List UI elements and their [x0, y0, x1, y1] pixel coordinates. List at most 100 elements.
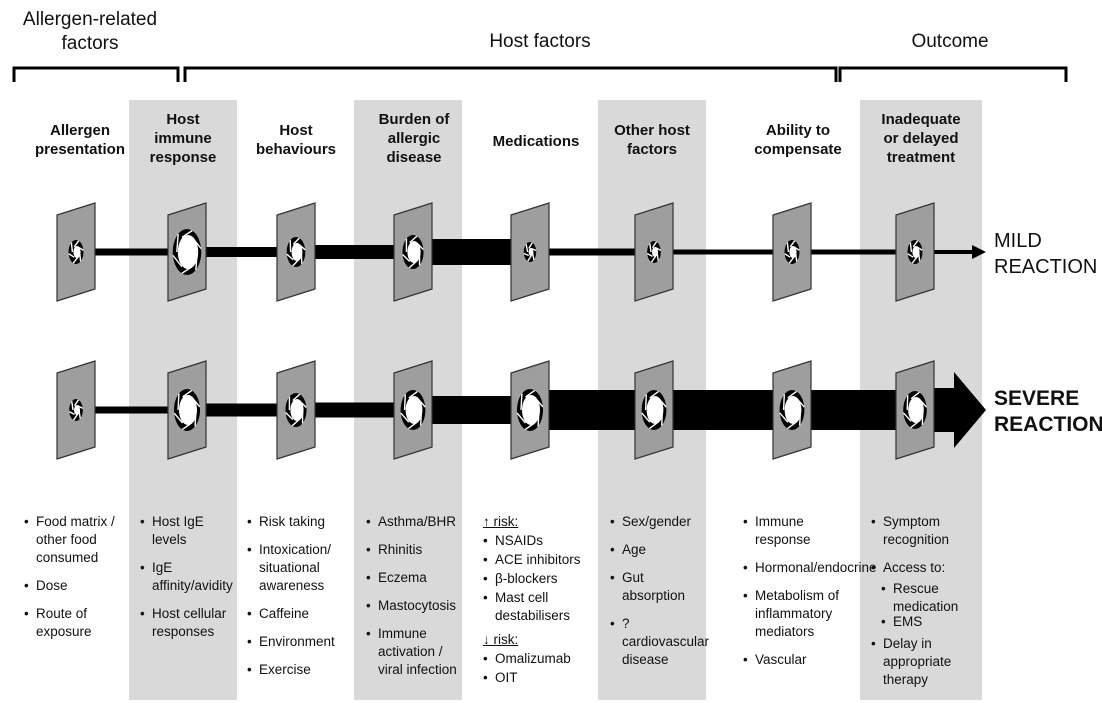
shutter-aperture-icon	[784, 240, 800, 264]
list-item: Mastocytosis	[366, 597, 462, 615]
mild-pathway	[56, 202, 986, 302]
column-heading-line: presentation	[34, 141, 125, 158]
brace-host	[183, 66, 838, 82]
column-heading-line: behaviours	[255, 141, 337, 158]
list-item: Immune activation / viral infection	[366, 625, 462, 679]
list-item: Food matrix / other food consumed	[24, 513, 120, 567]
group-braces	[12, 66, 1068, 82]
mild-line-1: MILD	[994, 230, 1042, 252]
arrow-head	[972, 245, 986, 259]
list-item: Eczema	[366, 569, 462, 587]
list-item: Age	[610, 541, 706, 559]
column-heading-line: response	[149, 149, 217, 166]
group-label-outcome: Outcome	[911, 31, 989, 52]
list-item: IgE affinity/avidity	[140, 559, 233, 595]
shutter-aperture-icon	[641, 390, 667, 430]
column-heading-4: Medications	[476, 132, 596, 151]
list-item: Rhinitis	[366, 541, 462, 559]
list-item: Environment	[247, 633, 352, 651]
column-heading-line: Inadequate	[881, 111, 961, 128]
list-subitem: EMS	[871, 613, 979, 631]
decrease-risk-label: ↓ risk:	[483, 632, 519, 647]
arrow-segment	[62, 248, 187, 256]
column-heading-line: allergic	[387, 130, 441, 147]
brace-allergen	[12, 66, 180, 82]
arrow-segment	[654, 390, 792, 430]
list-item: Dose	[24, 577, 120, 595]
shutter-aperture-icon	[285, 393, 307, 427]
arrow-segment	[62, 406, 187, 414]
column-heading-line: Allergen	[49, 122, 110, 139]
column-heading-6: Ability to compensate	[738, 121, 858, 159]
list-item: Intoxication/ situational awareness	[247, 541, 352, 595]
list-inadequate-delayed-treatment: Symptom recognition Access to: Rescue me…	[871, 513, 979, 699]
column-heading-line: compensate	[754, 141, 842, 158]
column-heading-line: Medications	[492, 133, 580, 150]
mild-line-2: REACTION	[994, 256, 1098, 278]
list-medications: ↑ risk: NSAIDs ACE inhibitors β-blockers…	[483, 513, 595, 688]
column-heading-2: Host behaviours	[236, 121, 356, 159]
column-heading-line: Host	[166, 111, 200, 128]
shutter-aperture-icon	[646, 241, 662, 263]
severe-reaction-label: SEVERE REACTION	[994, 386, 1102, 438]
list-item: Host IgE levels	[140, 513, 232, 549]
list-item: β-blockers	[483, 570, 595, 588]
brace-outcome	[838, 66, 1068, 82]
shutter-aperture-icon	[779, 390, 805, 430]
column-heading-line: factors	[626, 141, 678, 158]
arrow-segment	[792, 249, 915, 255]
list-item: Hormonal/endocrine	[743, 559, 877, 577]
list-host-immune-response: Host IgE levels IgE affinity/avidity Hos…	[140, 513, 233, 651]
list-host-behaviours: Risk taking Intoxication/ situational aw…	[247, 513, 352, 689]
list-item: Route of exposure	[24, 605, 120, 641]
list-item: Gut absorption	[610, 569, 706, 605]
list-item: Access to:	[871, 559, 979, 577]
mild-reaction-label: MILD REACTION	[994, 228, 1097, 280]
arrow-segment	[530, 248, 654, 256]
shutter-aperture-icon	[68, 399, 84, 421]
list-item: Exercise	[247, 661, 352, 679]
shutter-aperture-icon	[516, 389, 544, 431]
column-heading-line: or delayed	[883, 130, 959, 147]
shutter-aperture-icon	[172, 229, 202, 275]
arrow-segment	[654, 249, 792, 255]
list-item: Symptom recognition	[871, 513, 979, 549]
shutter-aperture-icon	[400, 390, 426, 430]
arrow-segment	[792, 390, 915, 430]
column-heading-line: disease	[386, 149, 442, 166]
list-item: Metabolism of inflammatory mediators	[743, 587, 855, 641]
column-heading-0: Allergen presentation	[20, 121, 140, 159]
list-item: ACE inhibitors	[483, 551, 595, 569]
list-item: Omalizumab	[483, 650, 595, 668]
list-other-host-factors: Sex/gender Age Gut absorption ?cardiovas…	[610, 513, 709, 679]
shutter-aperture-icon	[907, 240, 923, 264]
column-heading-line: Burden of	[378, 111, 450, 128]
list-item: OIT	[483, 669, 595, 687]
list-item: Risk taking	[247, 513, 352, 531]
list-allergen-presentation: Food matrix / other food consumed Dose R…	[24, 513, 120, 651]
column-heading-line: Other host	[614, 122, 690, 139]
group-label-allergen: Allergen-related factors	[22, 9, 158, 54]
list-item: Delay in appropriate therapy	[871, 635, 979, 689]
list-subitem: Rescue medication	[871, 580, 979, 616]
list-item: Host cellular responses	[140, 605, 232, 641]
column-heading-line: Ability to	[765, 122, 831, 139]
list-item: Mast cell destabilisers	[483, 589, 595, 625]
severe-pathway	[56, 360, 986, 460]
list-item: Sex/gender	[610, 513, 706, 531]
shutter-aperture-icon	[68, 240, 84, 264]
arrow-segment	[296, 402, 413, 418]
column-heading-5: Other host factors	[592, 121, 712, 159]
shutter-aperture-icon	[523, 242, 537, 262]
shutter-aperture-icon	[286, 237, 306, 267]
list-item: ?cardiovascular disease	[610, 615, 709, 669]
arrow-head	[954, 372, 986, 448]
severe-line-1: SEVERE	[994, 387, 1080, 410]
arrow-segment	[187, 247, 296, 257]
shutter-aperture-icon	[902, 391, 928, 429]
list-ability-to-compensate: Immune response Hormonal/endocrine Metab…	[743, 513, 877, 679]
column-heading-line: Host	[279, 122, 313, 139]
